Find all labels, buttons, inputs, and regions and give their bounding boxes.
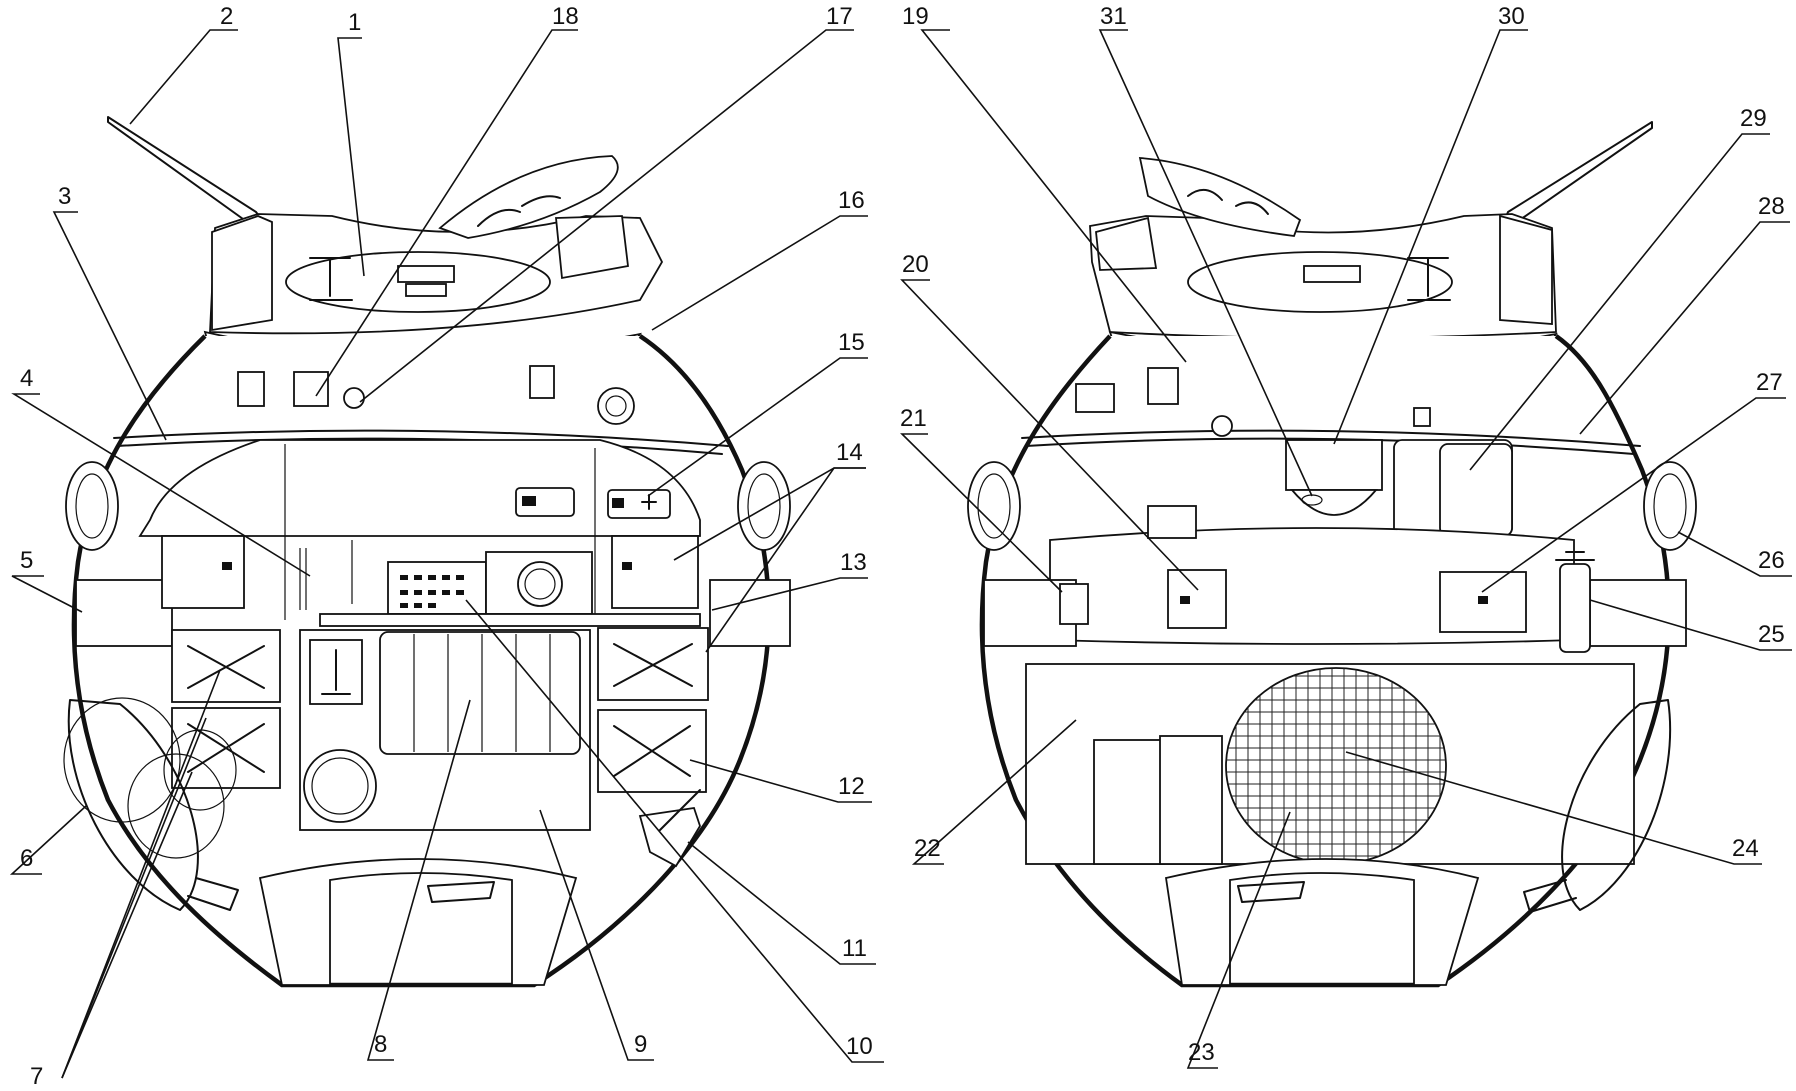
net-bag [1225, 667, 1447, 865]
callout-30: 30 [1498, 3, 1525, 30]
callout-16: 16 [838, 187, 865, 214]
callout-27: 27 [1756, 369, 1783, 396]
callout-21: 21 [900, 405, 927, 432]
callout-1: 1 [348, 9, 361, 36]
side-box-left [75, 579, 173, 647]
porthole-left-1 [65, 461, 119, 551]
callout-10: 10 [846, 1033, 873, 1060]
callout-labels: 1 2 3 4 5 6 7 8 9 10 11 12 13 14 15 16 1… [20, 3, 1785, 1090]
callout-13: 13 [840, 549, 867, 576]
callout-14: 14 [836, 439, 863, 466]
callout-23: 23 [1188, 1039, 1215, 1066]
callout-3: 3 [58, 183, 71, 210]
callout-25: 25 [1758, 621, 1785, 648]
callout-19: 19 [902, 3, 929, 30]
callout-18: 18 [552, 3, 579, 30]
right-view [967, 121, 1697, 988]
hatch-ring-left [67, 699, 199, 911]
callout-8: 8 [374, 1031, 387, 1058]
callout-5: 5 [20, 547, 33, 574]
callout-11: 11 [842, 935, 867, 962]
callout-26: 26 [1758, 547, 1785, 574]
callout-28: 28 [1758, 193, 1785, 220]
callout-9: 9 [634, 1031, 647, 1058]
left-view [63, 116, 791, 988]
antenna-right [1503, 121, 1653, 225]
antenna-left [107, 116, 263, 225]
callout-15: 15 [838, 329, 865, 356]
hatch-cover-open [438, 155, 619, 239]
callout-7: 7 [30, 1063, 43, 1090]
storage-container [379, 631, 581, 755]
callout-22: 22 [914, 835, 941, 862]
callout-29: 29 [1740, 105, 1767, 132]
callout-12: 12 [838, 773, 865, 800]
leader-lines [9, 29, 1792, 1079]
porthole-left-2 [737, 461, 791, 551]
callout-20: 20 [902, 251, 929, 278]
callout-6: 6 [20, 845, 33, 872]
callout-31: 31 [1100, 3, 1127, 30]
callout-2: 2 [220, 3, 233, 30]
callout-4: 4 [20, 365, 33, 392]
callout-17: 17 [826, 3, 853, 30]
callout-24: 24 [1732, 835, 1759, 862]
